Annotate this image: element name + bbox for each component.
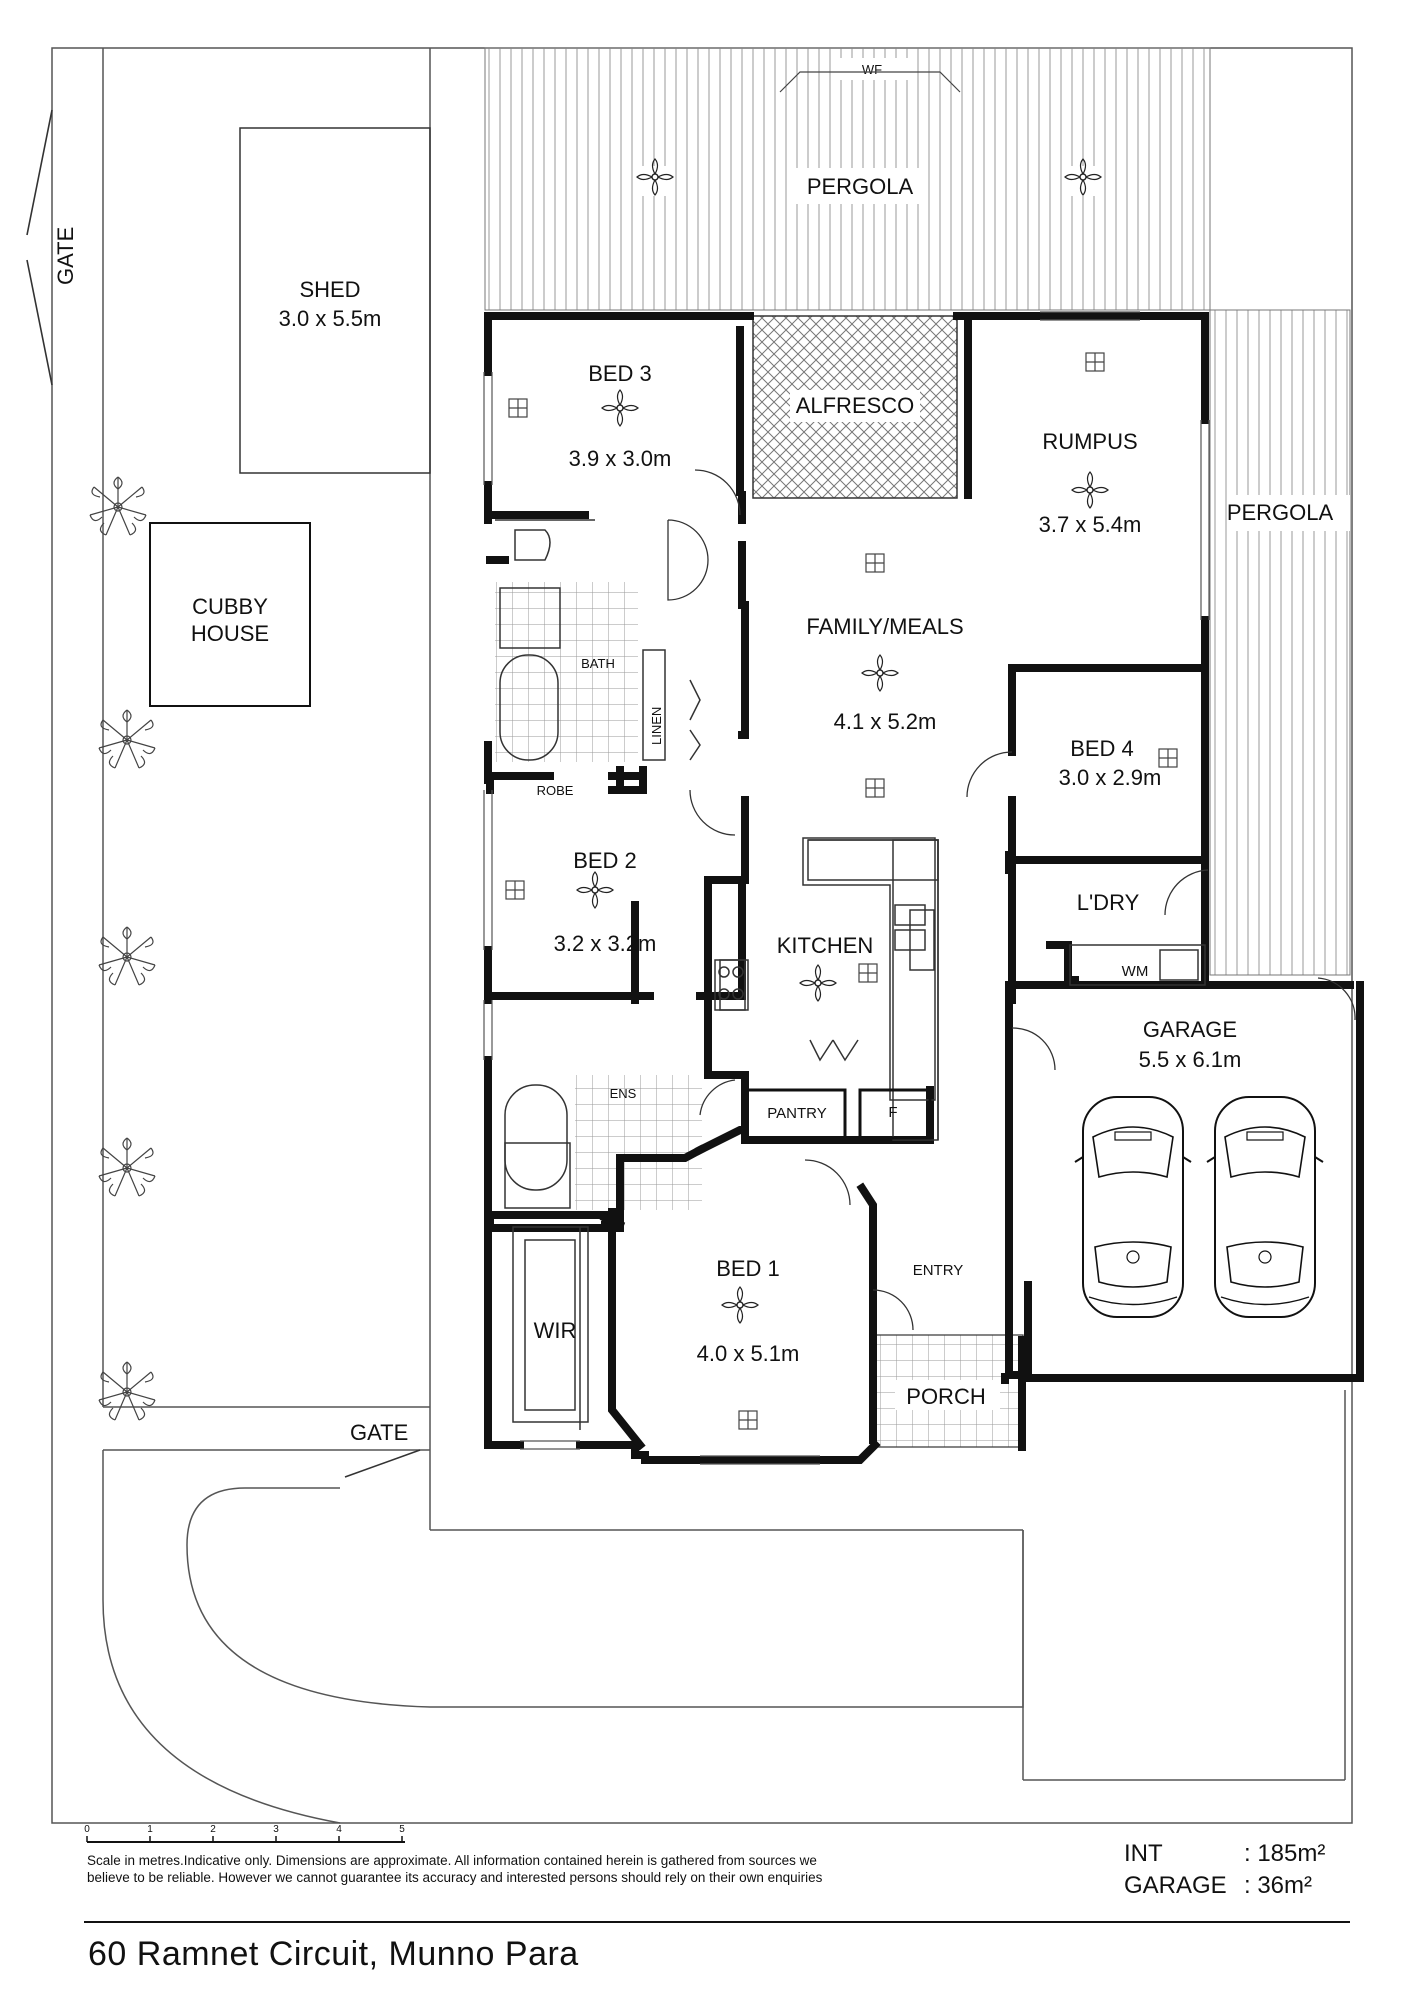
robe-label: ROBE — [537, 783, 574, 798]
ensuite-tiles — [575, 1075, 702, 1210]
scale-bar: 0 1 2 3 4 5 — [84, 1824, 405, 1843]
bed1-label: BED 1 — [716, 1256, 780, 1281]
pergola-side: PERGOLA — [1209, 309, 1351, 976]
rumpus-dimensions: 3.7 x 5.4m — [1039, 512, 1142, 537]
bath-tiles — [495, 582, 638, 762]
plant-icon — [98, 926, 156, 986]
light-icon — [505, 880, 525, 900]
light-icon — [865, 778, 885, 798]
plant-icon — [98, 1361, 156, 1421]
pergola-side-label: PERGOLA — [1227, 500, 1334, 525]
area-summary: INT : 185m² GARAGE : 36m² — [1124, 1838, 1325, 1902]
kitchen-bench — [714, 837, 936, 1101]
fridge-space: F — [858, 1088, 932, 1140]
scale-tick-2: 2 — [210, 1824, 216, 1835]
ens-label: ENS — [610, 1086, 637, 1101]
wf-label: WF — [862, 62, 882, 77]
bath-label: BATH — [581, 656, 615, 671]
pergola-top: WF PERGOLA — [484, 47, 1211, 311]
room-labels: BED 3 3.9 x 3.0m RUMPUS 3.7 x 5.4m FAMIL… — [534, 361, 1242, 1410]
int-area-value: : 185m² — [1244, 1840, 1326, 1867]
int-area-row: INT : 185m² — [1124, 1838, 1325, 1870]
plant-icon — [89, 476, 147, 536]
laundry-label: L'DRY — [1077, 890, 1140, 915]
entry-label: ENTRY — [913, 1262, 964, 1279]
ceiling-fan-icon — [721, 1286, 759, 1324]
garage-area-value: : 36m² — [1244, 1872, 1313, 1899]
car-icon — [1074, 1096, 1192, 1318]
plant-icon — [98, 1137, 156, 1197]
garage-area-row: GARAGE : 36m² — [1124, 1870, 1325, 1902]
garage-dimensions: 5.5 x 6.1m — [1139, 1047, 1242, 1072]
shed-dimensions: 3.0 x 5.5m — [279, 306, 382, 331]
pantry-label: PANTRY — [767, 1105, 826, 1122]
property-address: 60 Ramnet Circuit, Munno Para — [88, 1935, 579, 1973]
family-dimensions: 4.1 x 5.2m — [834, 709, 937, 734]
int-area-label: INT — [1124, 1840, 1163, 1867]
fridge-label: F — [888, 1104, 897, 1121]
scale-tick-3: 3 — [273, 1824, 279, 1835]
windows — [483, 311, 1210, 1465]
light-icon — [508, 398, 528, 418]
ceiling-fan-icon — [576, 871, 614, 909]
ceiling-fan-icon — [799, 964, 837, 1002]
light-icon — [1085, 352, 1105, 372]
cubby-house: CUBBY HOUSE — [149, 522, 311, 707]
linen-label: LINEN — [649, 707, 664, 745]
gate-left: GATE — [26, 109, 78, 386]
light-icon — [738, 1410, 758, 1430]
cubby-label-1: CUBBY — [192, 594, 268, 619]
disclaimer-line-2: believe to be reliable. However we canno… — [87, 1870, 823, 1885]
garage-area-label: GARAGE — [1124, 1872, 1227, 1899]
gate-left-label: GATE — [53, 227, 78, 285]
light-icon — [865, 553, 885, 573]
scale-tick-0: 0 — [84, 1824, 90, 1835]
wm-label: WM — [1122, 963, 1149, 980]
kitchen-label: KITCHEN — [777, 933, 874, 958]
car-icon — [1206, 1096, 1324, 1318]
garage-label: GARAGE — [1143, 1017, 1237, 1042]
cubby-label-2: HOUSE — [191, 621, 269, 646]
light-icon — [858, 963, 878, 983]
plant-icon — [98, 709, 156, 769]
scale-tick-1: 1 — [147, 1824, 153, 1835]
gate-bottom: GATE — [344, 1420, 421, 1478]
porch-label: PORCH — [906, 1384, 985, 1409]
bed1-dimensions: 4.0 x 5.1m — [697, 1341, 800, 1366]
bed3-dimensions: 3.9 x 3.0m — [569, 446, 672, 471]
doors — [667, 469, 1356, 1331]
bed2-label: BED 2 — [573, 848, 637, 873]
bed4-label: BED 4 — [1070, 736, 1134, 761]
bed3-label: BED 3 — [588, 361, 652, 386]
ceiling-fan-icon — [861, 654, 899, 692]
footer-rule — [84, 1921, 1350, 1923]
bed4-dimensions: 3.0 x 2.9m — [1059, 765, 1162, 790]
ceiling-fan-icon — [1071, 471, 1109, 509]
wir-label: WIR — [534, 1318, 577, 1343]
scale-tick-4: 4 — [336, 1824, 342, 1835]
pergola-top-label: PERGOLA — [807, 174, 914, 199]
shed-label: SHED — [299, 277, 360, 302]
scale-tick-5: 5 — [399, 1824, 405, 1835]
gate-bottom-label: GATE — [350, 1420, 408, 1445]
disclaimer-line-1: Scale in metres.Indicative only. Dimensi… — [87, 1853, 817, 1868]
light-icon — [1158, 748, 1178, 768]
shed: SHED 3.0 x 5.5m — [239, 127, 431, 474]
ceiling-fan-icon — [601, 389, 639, 427]
alfresco: ALFRESCO — [752, 315, 958, 499]
bed2-dimensions: 3.2 x 3.2m — [554, 931, 657, 956]
pantry: PANTRY — [743, 1088, 847, 1142]
family-label: FAMILY/MEALS — [806, 614, 963, 639]
disclaimer: Scale in metres.Indicative only. Dimensi… — [87, 1852, 927, 1886]
rumpus-label: RUMPUS — [1042, 429, 1137, 454]
alfresco-label: ALFRESCO — [796, 393, 915, 418]
